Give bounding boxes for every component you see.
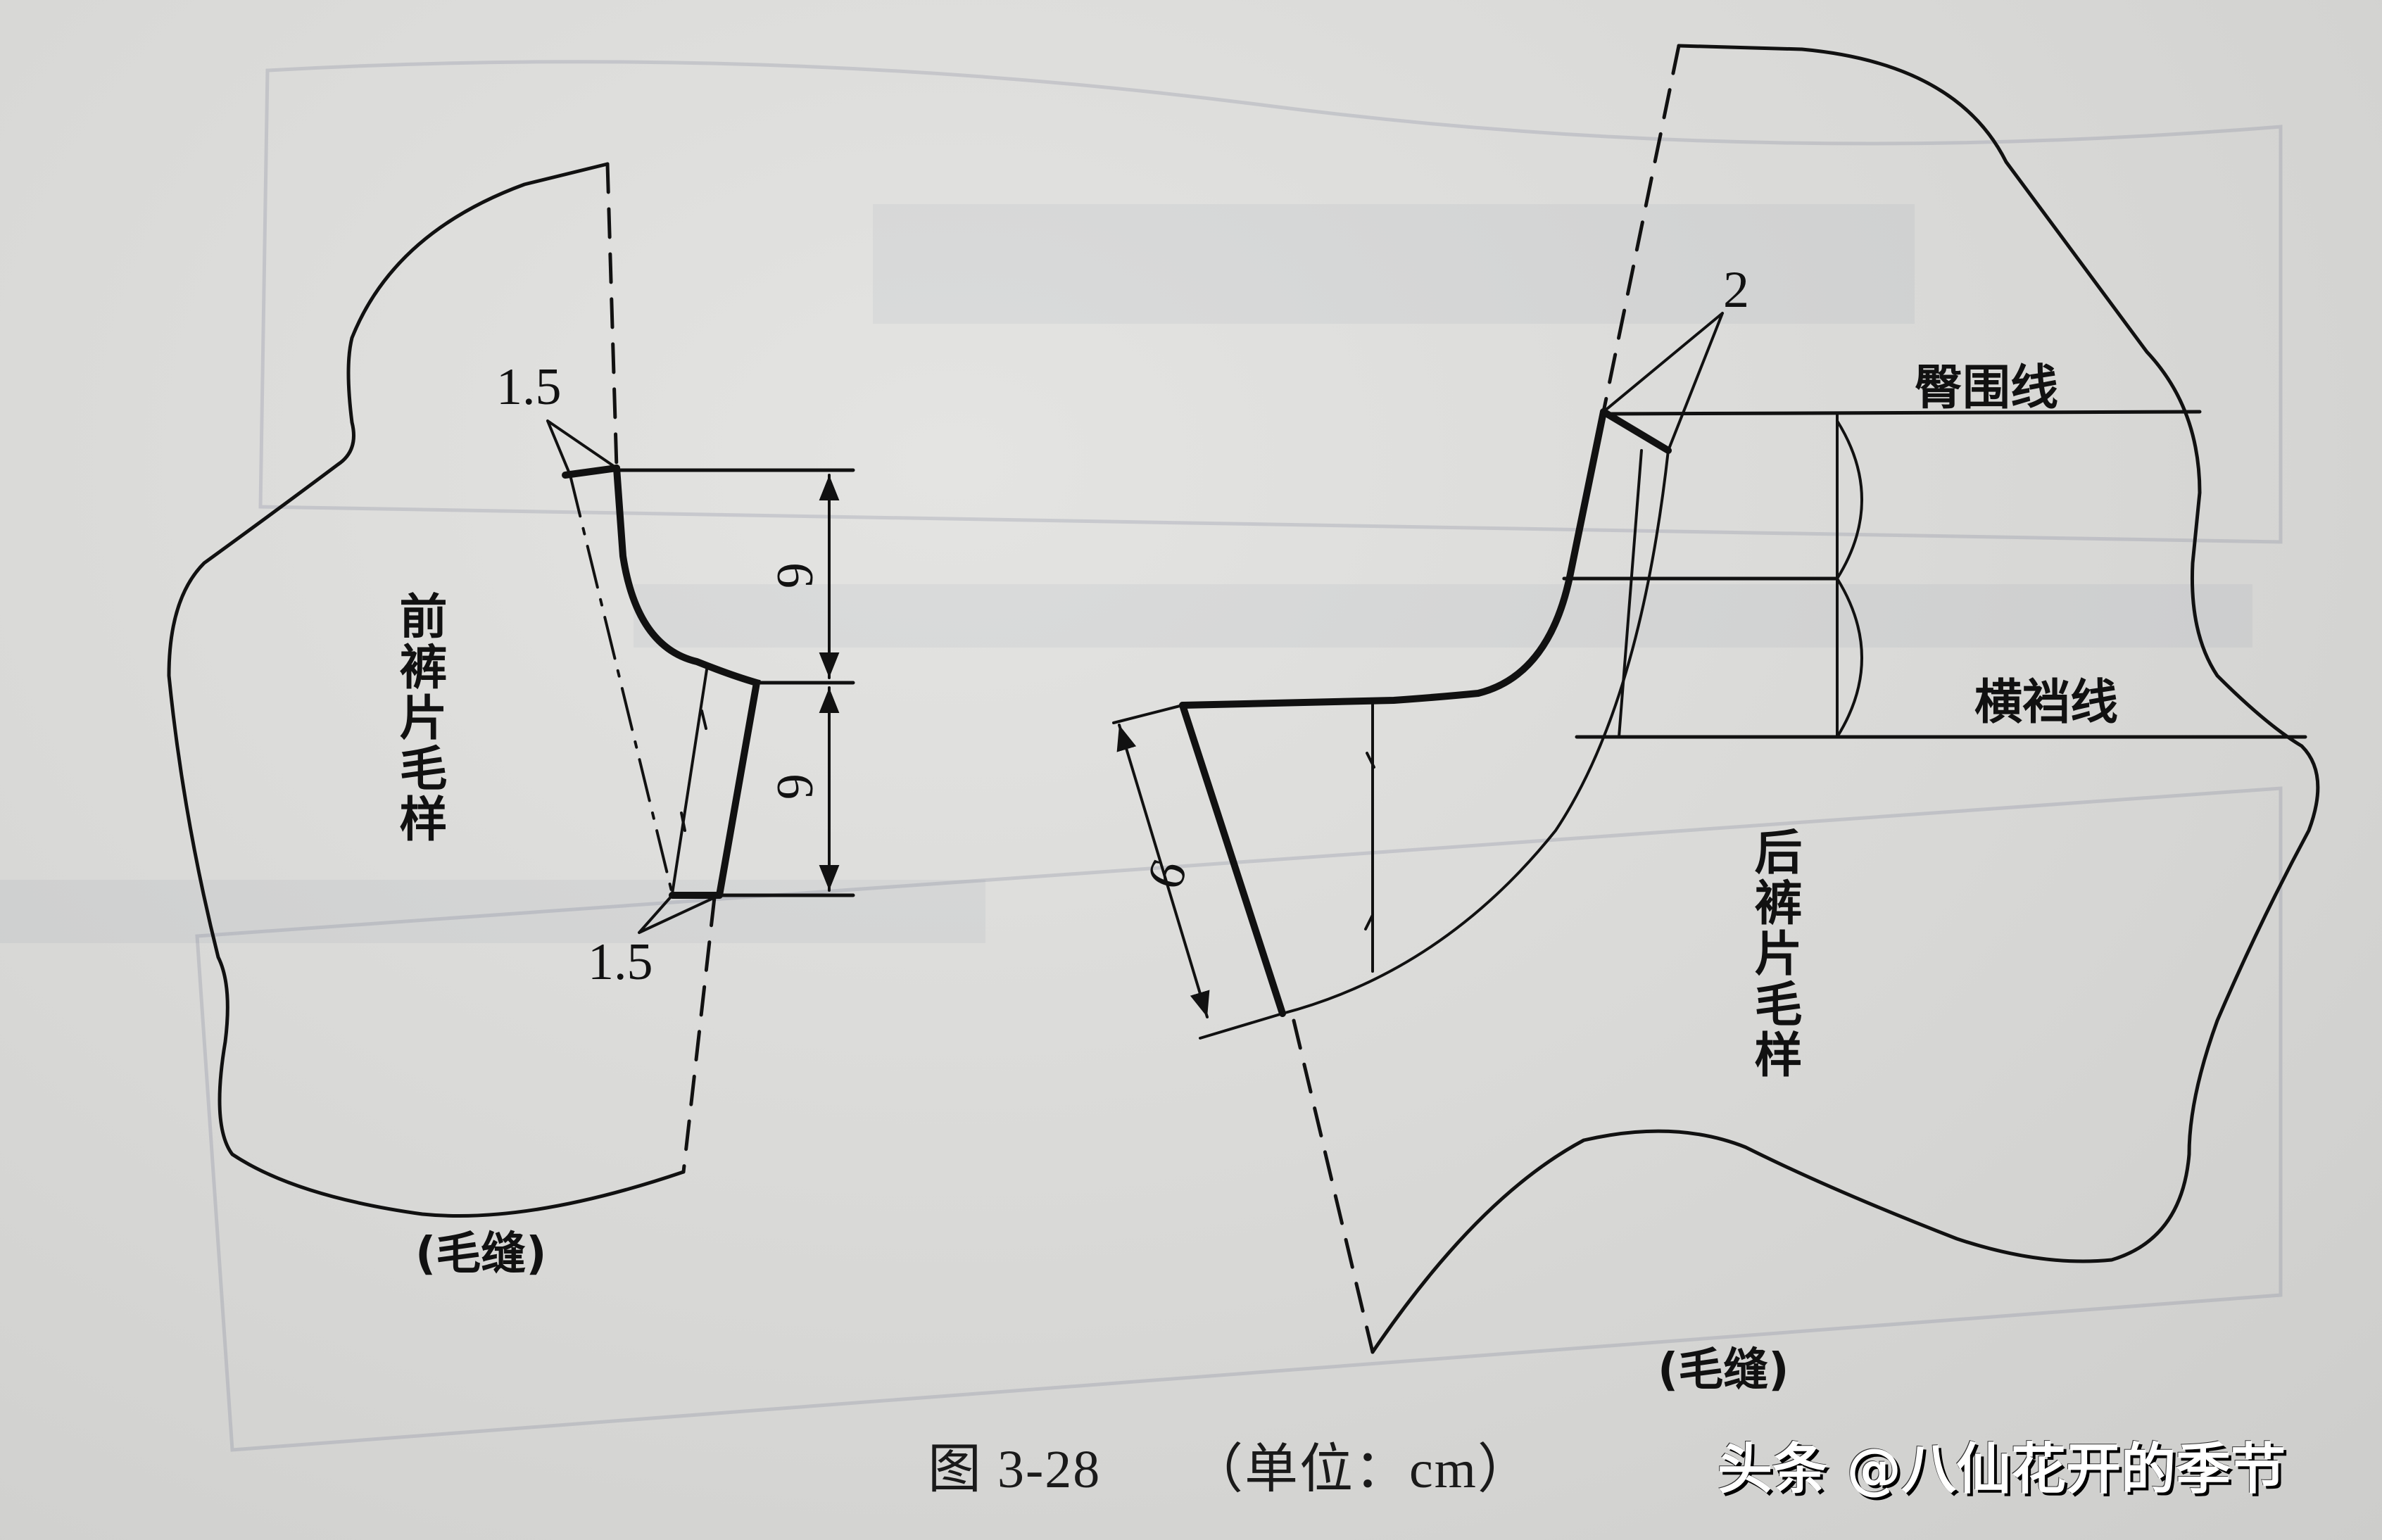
figure-number: 图 3-28 [928,1440,1102,1499]
back-piece-label: 后裤片毛样 [1746,827,1801,1080]
front-offset-bottom-label: 1.5 [588,933,653,991]
front-offset-top-label: 1.5 [496,358,562,416]
front-dim-upper: 6 [766,562,824,588]
watermark: 头条 @八仙花开的季节 [1718,1438,2286,1501]
front-dashed-line [605,162,619,470]
back-offset-top-label: 2 [1723,261,1749,319]
back-seam-note: (毛缝) [1658,1344,1789,1396]
front-dim-lower: 6 [766,774,824,800]
back-crotch-seam [1179,408,1607,709]
front-chain-line [569,474,674,895]
front-outline [167,162,686,1218]
front-crotch-seam [613,465,761,899]
back-piece [1112,44,2320,1354]
crotch-line-label: 横裆线 [1974,675,2119,731]
unit-note: （单位：cm） [1190,1440,1532,1499]
front-piece-label: 前裤片毛样 [391,591,446,845]
back-outline [1370,44,2320,1354]
front-seam-note: (毛缝) [415,1228,547,1280]
back-dashed-line [1601,44,1681,414]
front-piece [167,162,855,1218]
hip-line-label: 臀围线 [1915,360,2059,416]
hip-line [1601,410,2202,416]
